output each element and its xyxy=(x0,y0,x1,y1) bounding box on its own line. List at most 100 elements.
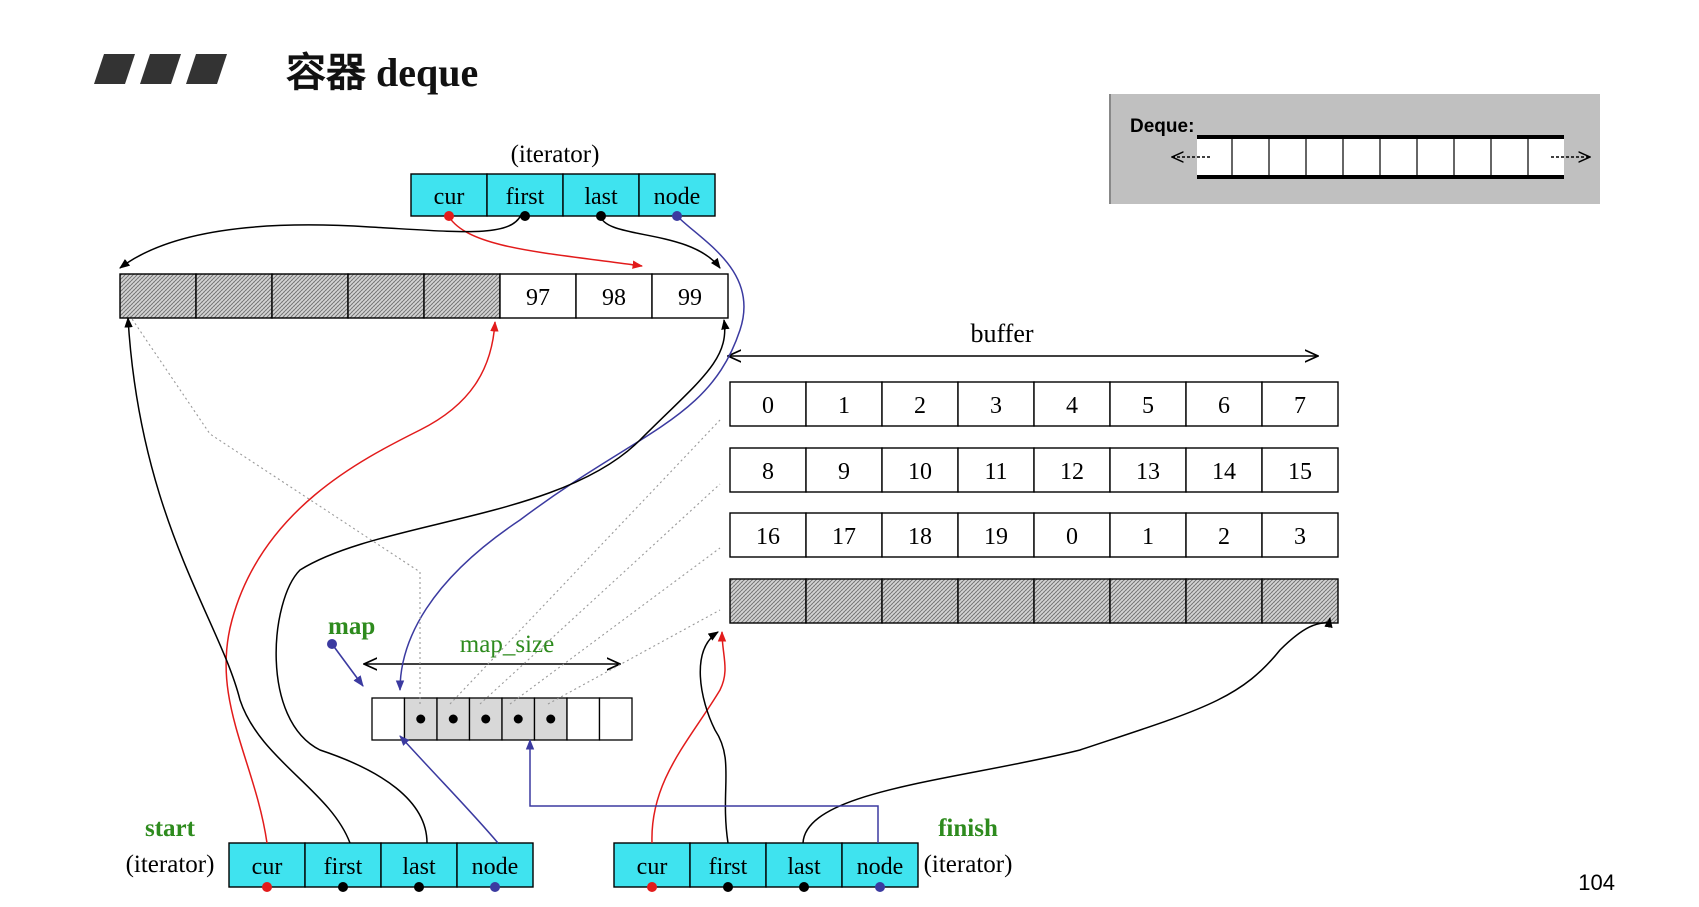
buffer-value: 6 xyxy=(1218,393,1230,419)
start_iterator-node-dot xyxy=(490,882,500,892)
top-iterator: cur first last node xyxy=(410,173,716,221)
buffer-cell xyxy=(1033,512,1111,558)
start-iterator-caption: (iterator) xyxy=(126,851,215,878)
top_iterator-field-box xyxy=(638,173,716,217)
top-buffer-value: 99 xyxy=(678,285,702,311)
buffer-value: 16 xyxy=(756,524,780,550)
map-link-buffer-1 xyxy=(479,483,721,705)
top_iterator-field-first: first xyxy=(506,184,545,210)
buffer-cell xyxy=(1261,447,1339,493)
buffer-label: buffer xyxy=(970,319,1033,348)
map-node-free xyxy=(371,697,406,741)
buffer-cell xyxy=(1109,447,1187,493)
buffer-cell xyxy=(729,447,807,493)
top-buffer-empty-cell xyxy=(423,273,501,319)
finish_iterator-field-box xyxy=(765,842,843,888)
top-buffer-empty-cell xyxy=(119,273,197,319)
finish_iterator-field-last: last xyxy=(787,854,821,880)
top_iterator-first-dot xyxy=(520,211,530,221)
buffer-value: 12 xyxy=(1060,459,1084,485)
inset-label: Deque: xyxy=(1130,116,1194,137)
top-buffer-value: 98 xyxy=(602,285,626,311)
start_iterator-field-cur: cur xyxy=(252,854,283,880)
buffer-empty-cell xyxy=(1033,578,1111,624)
buffer-value: 8 xyxy=(762,459,774,485)
start-iterator-name: start xyxy=(145,815,196,842)
buffer-cell xyxy=(805,381,883,427)
buffer-value: 2 xyxy=(1218,524,1230,550)
finish_iterator-first-dot xyxy=(723,882,733,892)
map-pointer-arrow xyxy=(331,643,364,687)
start_iterator-field-node: node xyxy=(472,854,519,880)
finish_iterator-node-dot xyxy=(875,882,885,892)
buffer-value: 18 xyxy=(908,524,932,550)
title-bars-icon xyxy=(94,54,227,84)
top-buffer-empty-cell xyxy=(195,273,273,319)
top-buffer-cell xyxy=(651,273,729,319)
buffer-value: 1 xyxy=(1142,524,1154,550)
start-cur-to-97 xyxy=(225,320,499,844)
top_iterator-cur-dot xyxy=(444,211,454,221)
buffer-cell xyxy=(957,447,1035,493)
top-iterator-caption: (iterator) xyxy=(511,141,600,168)
buffer-cell xyxy=(957,512,1035,558)
start-last-to-buffer-end xyxy=(275,318,730,844)
finish_iterator-field-node: node xyxy=(857,854,904,880)
finish-first-to-last-buffer xyxy=(699,631,729,844)
map-array xyxy=(371,697,633,741)
buffer-value: 10 xyxy=(908,459,932,485)
start-first-to-buffer-start xyxy=(124,316,351,844)
map-link-buffer-0 xyxy=(449,419,721,705)
finish-last-to-last-buffer-end xyxy=(802,616,1333,844)
buffer-empty-cell xyxy=(1109,578,1187,624)
map-link-buffer-3 xyxy=(547,609,721,705)
top_iterator-field-box xyxy=(486,173,564,217)
top-node-to-map xyxy=(395,214,745,692)
map-node-pointer-dot xyxy=(481,714,491,724)
buffer-cell xyxy=(1261,381,1339,427)
buffer-value: 13 xyxy=(1136,459,1160,485)
map-link-top-buffer xyxy=(129,315,421,704)
page-title: 容器 deque xyxy=(286,50,478,95)
start_iterator-last-dot xyxy=(414,882,424,892)
buffer-cell xyxy=(957,381,1035,427)
finish_iterator-field-cur: cur xyxy=(637,854,668,880)
deque-inset: Deque: xyxy=(1109,94,1600,204)
buffer-value: 0 xyxy=(1066,524,1078,550)
buffer-value: 14 xyxy=(1212,459,1236,485)
buffer-cell xyxy=(1033,381,1111,427)
buffer-value: 17 xyxy=(832,524,856,550)
finish_iterator-cur-dot xyxy=(647,882,657,892)
map-node-pointer-dot xyxy=(513,714,523,724)
map-node-free xyxy=(598,697,633,741)
buffer-value: 7 xyxy=(1294,393,1306,419)
map-node-pointer-dot xyxy=(448,714,458,724)
buffer-empty-cell xyxy=(957,578,1035,624)
buffer-cell xyxy=(1185,447,1263,493)
finish-node-to-map xyxy=(525,738,879,843)
top_iterator-field-node: node xyxy=(654,184,701,210)
finish-cur-to-last-buffer xyxy=(651,630,727,844)
buffer-value: 3 xyxy=(1294,524,1306,550)
buffer-empty-cell xyxy=(805,578,883,624)
finish_iterator-field-box xyxy=(689,842,767,888)
finish_iterator-last-dot xyxy=(799,882,809,892)
inset-cells xyxy=(1231,137,1529,177)
start_iterator-first-dot xyxy=(338,882,348,892)
buffer-value: 11 xyxy=(984,459,1007,485)
start-node-to-map xyxy=(399,735,499,844)
buffer-cell xyxy=(881,381,959,427)
buffer-value: 0 xyxy=(762,393,774,419)
top-buffer-cell xyxy=(575,273,653,319)
buffer-value: 5 xyxy=(1142,393,1154,419)
top_iterator-field-cur: cur xyxy=(434,184,465,210)
start_iterator-field-last: last xyxy=(402,854,436,880)
start_iterator-field-first: first xyxy=(324,854,363,880)
buffer-cell xyxy=(1185,512,1263,558)
top-buffer-empty-cell xyxy=(271,273,349,319)
top_iterator-field-last: last xyxy=(584,184,618,210)
buffer-cell xyxy=(805,512,883,558)
start-iterator: cur first last node xyxy=(228,842,534,892)
